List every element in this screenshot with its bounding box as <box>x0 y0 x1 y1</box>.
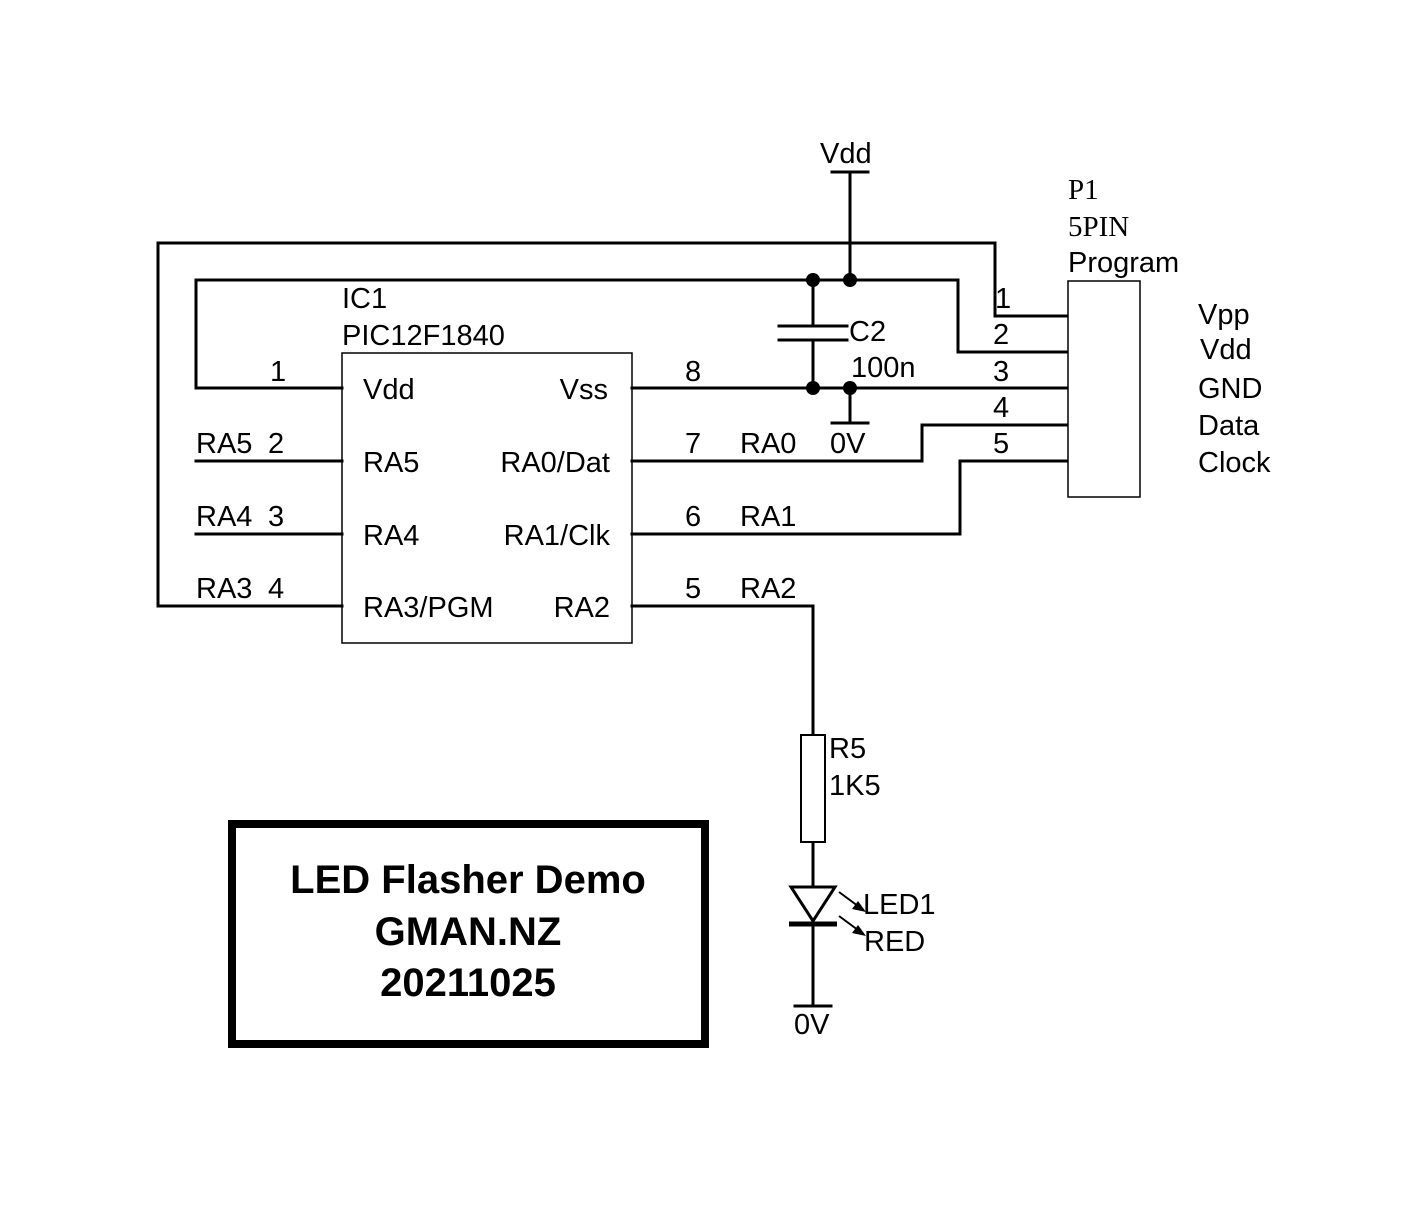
ic1-pin-num-7: 7 <box>685 428 701 460</box>
title-line-3: 20211025 <box>380 961 556 1005</box>
ic1-pin-num-1: 1 <box>270 356 286 388</box>
ic1-pin-num-8: 8 <box>685 356 701 388</box>
ic1-pin-name-ra4: RA4 <box>363 520 419 552</box>
p1-signal-vdd: Vdd <box>1200 334 1252 366</box>
ic1-pin-name-vdd: Vdd <box>363 374 415 406</box>
p1-value: 5PIN <box>1068 211 1129 243</box>
net-label-ra5: RA5 <box>196 428 252 460</box>
c2-ref: C2 <box>849 316 886 348</box>
ic1-pin-name-ra5: RA5 <box>363 447 419 479</box>
net-label-ra1: RA1 <box>740 501 796 533</box>
ic1-pin-num-6: 6 <box>685 501 701 533</box>
wire-vpp-net <box>156 241 1070 608</box>
led1-value: RED <box>864 926 925 958</box>
junction-dot <box>806 273 820 287</box>
ic1-pin-num-4: 4 <box>268 573 284 605</box>
ic1-part: PIC12F1840 <box>342 320 505 352</box>
junction-dot <box>843 381 857 395</box>
title-block-frame <box>228 820 709 1048</box>
r5-body <box>800 734 826 843</box>
r5-ref: R5 <box>829 733 866 765</box>
net-label-ra0: RA0 <box>740 428 796 460</box>
led1-emission-arrows <box>838 891 866 936</box>
ic1-pin-num-5: 5 <box>685 573 701 605</box>
wire-vdd-net <box>194 278 1070 390</box>
ic1-pin-name-vss: Vss <box>560 374 608 406</box>
p1-pin-num-4: 4 <box>993 392 1009 424</box>
p1-name: Program <box>1068 247 1179 279</box>
junction-dot <box>843 273 857 287</box>
c2-value: 100n <box>851 352 916 384</box>
ic1-ref: IC1 <box>342 283 387 315</box>
gnd-label-c2: 0V <box>830 428 866 460</box>
vdd-supply-label: Vdd <box>820 138 872 170</box>
p1-signal-vpp: Vpp <box>1198 299 1250 331</box>
ic1-pin-name-ra1: RA1/Clk <box>504 520 611 552</box>
wire-data-net <box>630 423 1070 463</box>
p1-signal-gnd: GND <box>1198 373 1262 405</box>
wire-ra2-net <box>630 604 815 737</box>
ic1-pin-num-2: 2 <box>268 428 284 460</box>
p1-pin-num-1: 1 <box>995 283 1011 315</box>
p1-ref: P1 <box>1068 174 1099 206</box>
ic1-pin-name-ra0: RA0/Dat <box>500 447 610 479</box>
r5-value: 1K5 <box>829 770 881 802</box>
net-label-ra3: RA3 <box>196 573 252 605</box>
p1-signal-clock: Clock <box>1198 447 1271 479</box>
wire-clock-net <box>630 459 1070 536</box>
led1-symbol <box>788 885 838 924</box>
led1-ref: LED1 <box>863 889 936 921</box>
p1-pin-num-5: 5 <box>993 428 1009 460</box>
ic1-pin-name-ra2: RA2 <box>554 592 610 624</box>
title-line-2: GMAN.NZ <box>375 910 562 954</box>
p1-body <box>1067 280 1141 498</box>
p1-pin-num-3: 3 <box>993 356 1009 388</box>
p1-pin-num-2: 2 <box>993 319 1009 351</box>
p1-signal-data: Data <box>1198 410 1260 442</box>
net-label-ra2: RA2 <box>740 573 796 605</box>
gnd-label-led: 0V <box>794 1009 830 1041</box>
ic1-body <box>341 352 633 644</box>
ic1-pin-num-3: 3 <box>268 501 284 533</box>
title-line-1: LED Flasher Demo <box>290 858 646 902</box>
net-label-ra4: RA4 <box>196 501 252 533</box>
junction-dot <box>806 381 820 395</box>
ic1-pin-name-ra3: RA3/PGM <box>363 592 494 624</box>
